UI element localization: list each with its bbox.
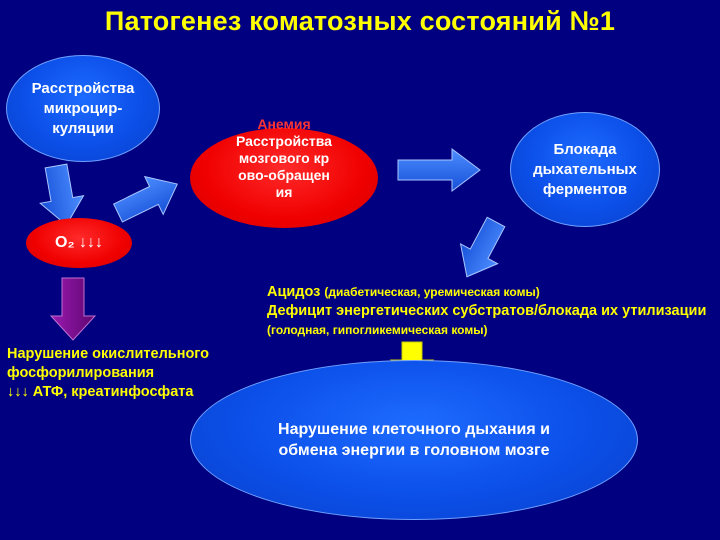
arrow-o2-to-oxidative xyxy=(49,277,97,341)
arrow-enzyme-to-notes xyxy=(459,216,506,278)
arrow-microcirculation-to-o2 xyxy=(39,163,85,226)
arrow-o2-to-brain xyxy=(112,175,179,223)
note-acidosis-detail: (диабетическая, уремическая комы) xyxy=(324,285,540,299)
node-microcirculation-label: Расстройства микроцир-куляции xyxy=(31,79,135,137)
node-enzyme-block-label: Блокада дыхательных ферментов xyxy=(533,140,637,198)
note-oxidative-line3: ↓↓↓ АТФ, креатинфосфата xyxy=(7,384,194,400)
note-acidosis: Ацидоз xyxy=(267,284,321,300)
node-microcirculation: Расстройства микроцир-куляции xyxy=(6,55,160,162)
node-o2-label: O₂ ↓↓↓ xyxy=(55,234,103,251)
node-cell-respiration: Нарушение клеточного дыхания и обмена эн… xyxy=(190,360,638,520)
note-deficit-detail: (голодная, гипогликемическая комы) xyxy=(267,323,488,337)
note-acidosis-deficit: Ацидоз (диабетическая, уремическая комы)… xyxy=(267,283,717,340)
slide-title: Патогенез коматозных состояний №1 xyxy=(104,6,616,36)
node-enzyme-block: Блокада дыхательных ферментов xyxy=(510,112,660,227)
note-oxidative-line2: фосфорилирования xyxy=(7,365,155,381)
node-brain-circulation: Анемия Расстройства мозгового крово-обра… xyxy=(190,116,378,228)
arrow-brain-to-enzyme xyxy=(397,148,481,192)
node-brain-circulation-label: Расстройства мозгового крово-обращения xyxy=(236,133,332,200)
note-oxidative-line1: Нарушение окислительного xyxy=(7,346,210,362)
node-o2: O₂ ↓↓↓ xyxy=(26,218,132,268)
node-anemia-label: Анемия xyxy=(257,116,311,132)
node-cell-respiration-label: Нарушение клеточного дыхания и обмена эн… xyxy=(278,421,550,459)
note-deficit: Дефицит энергетических субстратов/блокад… xyxy=(267,303,707,319)
note-oxidative-phosphorylation: Нарушение окислительного фосфорилировани… xyxy=(7,345,267,402)
